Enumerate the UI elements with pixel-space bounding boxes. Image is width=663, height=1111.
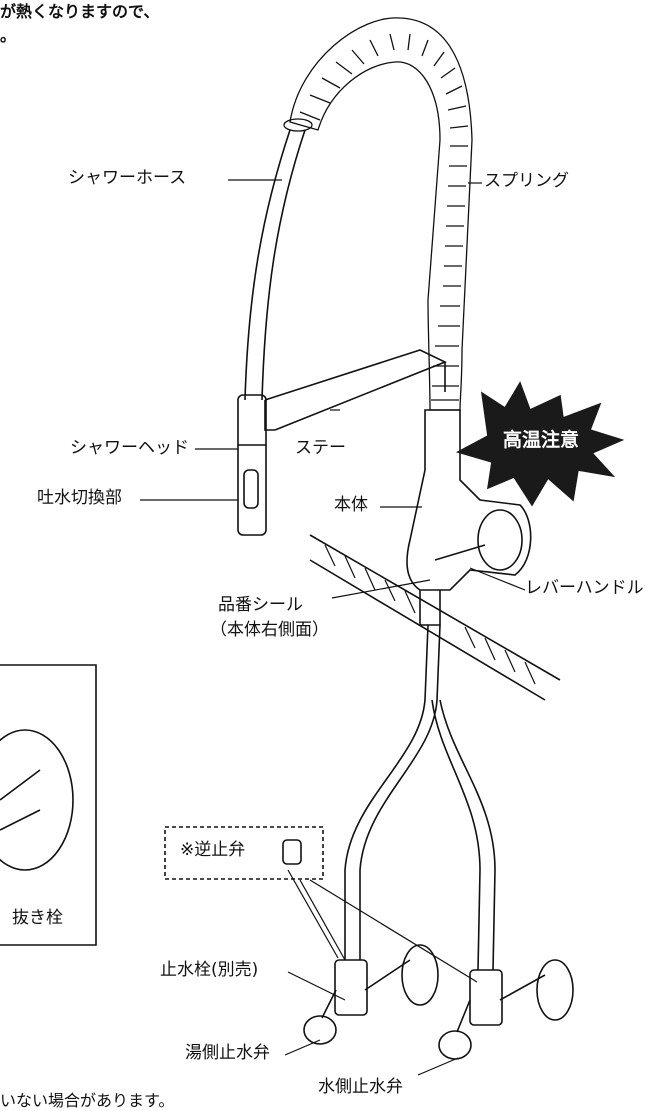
top-note-line1: が熱くなりますので、 [0,2,160,21]
shower-head [237,394,267,536]
spring-coil [283,17,473,411]
leader-lines [140,179,526,1076]
bottom-note: いない場合があります。 [0,1091,175,1110]
counter-top [309,534,561,701]
faucet-body [406,409,532,626]
label-stay: ステー [295,438,346,458]
label-stop-valve: 止水栓(別売) [160,960,259,980]
label-serial-seal-line2: （本体右側面） [210,620,329,640]
label-cold-valve: 水側止水弁 [318,1077,403,1097]
label-shower-head: シャワーヘッド [70,438,189,458]
inset-drain-plug [0,664,97,946]
label-shower-hose: シャワーホース [68,168,187,188]
label-check-valve: ※逆止弁 [180,840,246,860]
check-valve-box [164,826,324,880]
label-drain-plug: 抜き栓 [12,908,63,928]
stop-valves [303,944,574,1060]
supply-hoses [344,624,496,971]
label-lever-handle: レバーハンドル [525,578,644,598]
label-hot-valve: 湯側止水弁 [185,1043,270,1063]
stay-arm [264,349,447,431]
warning-starburst [455,381,625,507]
label-spout-switch: 吐水切換部 [37,488,122,508]
warning-badge-text: 高温注意 [503,429,580,451]
label-spring: スプリング [484,171,569,191]
shower-hose [244,129,306,401]
label-serial-seal-line1: 品番シール [218,595,303,615]
label-body: 本体 [334,495,368,515]
top-note-line2: 。 [0,26,17,45]
